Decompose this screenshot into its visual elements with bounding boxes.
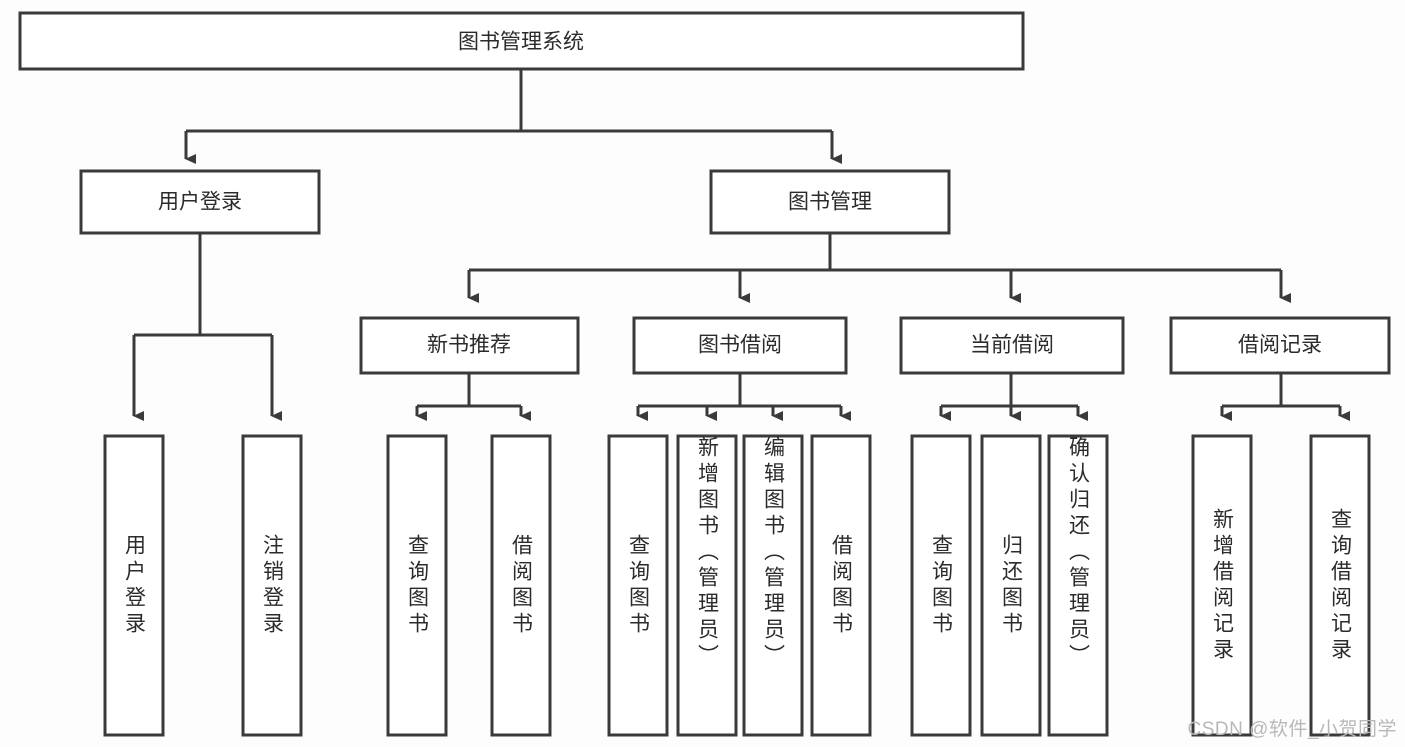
- node-book-management-system[interactable]: 图书管理系统: [18, 11, 1025, 71]
- node-label-user-login: 用户登录: [158, 191, 242, 214]
- watermark-text: CSDN @软件_小贺同学: [1187, 719, 1397, 740]
- node-label-new-book-recommend: 新书推荐: [427, 334, 511, 357]
- connector-borrow-record-to-leaves: [1220, 373, 1350, 421]
- leaf-node-user-login-logout[interactable]: [241, 434, 303, 737]
- node-current-borrow[interactable]: 当前借阅: [899, 316, 1125, 375]
- connector-current-borrow-to-leaves: [939, 373, 1088, 421]
- connector-book-management-to-level3: [467, 233, 1291, 303]
- leaf-node-current-borrow-confirm[interactable]: [1047, 434, 1109, 737]
- leaf-node-new-book-query[interactable]: [386, 434, 448, 737]
- node-book-borrow[interactable]: 图书借阅: [632, 316, 848, 375]
- connector-user-login-to-leaves: [132, 233, 282, 421]
- leaf-node-borrow-record-add[interactable]: [1191, 434, 1253, 737]
- node-user-login[interactable]: 用户登录: [79, 169, 321, 235]
- leaf-node-book-borrow-query[interactable]: [607, 434, 669, 737]
- leaf-node-borrow-record-query[interactable]: [1309, 434, 1371, 737]
- node-book-management[interactable]: 图书管理: [709, 169, 951, 235]
- leaf-node-book-borrow-lend[interactable]: [810, 434, 872, 737]
- leaf-node-current-borrow-query[interactable]: [910, 434, 972, 737]
- connector-root-to-level2: [184, 70, 842, 164]
- leaf-node-new-book-borrow[interactable]: [490, 434, 552, 737]
- leaf-node-current-borrow-return[interactable]: [980, 434, 1042, 737]
- node-new-book-recommend[interactable]: 新书推荐: [359, 316, 580, 375]
- leaf-node-user-login-login[interactable]: [103, 434, 165, 737]
- node-label-root: 图书管理系统: [458, 31, 584, 54]
- node-label-book-management: 图书管理: [788, 191, 872, 214]
- node-label-book-borrow: 图书借阅: [698, 334, 782, 357]
- node-label-borrow-record: 借阅记录: [1238, 334, 1322, 357]
- connector-new-book-to-leaves: [415, 373, 531, 421]
- leaf-node-book-borrow-edit[interactable]: [742, 434, 804, 737]
- node-borrow-record[interactable]: 借阅记录: [1169, 316, 1391, 375]
- node-label-current-borrow: 当前借阅: [970, 334, 1054, 357]
- leaf-node-book-borrow-add[interactable]: [676, 434, 738, 737]
- connector-book-borrow-to-leaves: [636, 373, 851, 421]
